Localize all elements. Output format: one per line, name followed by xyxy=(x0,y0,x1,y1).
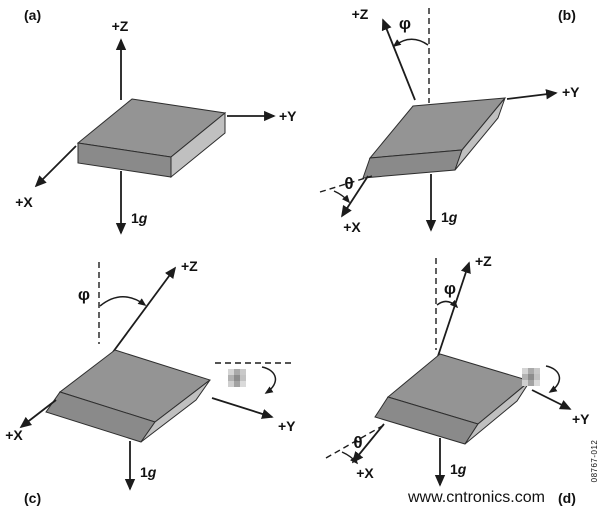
x-axis-label: +X xyxy=(356,465,374,481)
y-axis-arrow xyxy=(506,89,558,100)
x-axis-label: +X xyxy=(5,427,23,443)
x-axis-arrow xyxy=(34,145,77,188)
phi-angle-label: φ xyxy=(399,14,411,33)
box-side-face xyxy=(454,97,506,171)
x-axis-arrow xyxy=(19,399,57,429)
panel-c: (c) +Z φ +Y +X 1g xyxy=(5,258,296,506)
theta-reference-dashed-line xyxy=(319,175,373,193)
theta-reference-dashed-line xyxy=(325,424,385,459)
rotation-direction-arrow xyxy=(261,366,277,394)
gravity-label: 1g xyxy=(131,210,148,226)
panel-label: (c) xyxy=(24,490,41,506)
box-side-face xyxy=(140,379,211,443)
phi-angle-label: φ xyxy=(444,279,456,298)
phi-angle-label: φ xyxy=(78,285,90,304)
y-axis-label: +Y xyxy=(572,411,590,427)
panel-label: (b) xyxy=(558,7,576,23)
y-axis-label: +Y xyxy=(279,108,297,124)
y-axis-arrow xyxy=(531,389,572,410)
panel-a: (a) +Z +Y +X 1g xyxy=(15,7,297,235)
panel-b: (b) +Z φ +Y θ +X 1g xyxy=(319,6,580,235)
box-side-face xyxy=(464,380,531,445)
theta-angle-label: θ xyxy=(353,433,362,452)
gravity-label: 1g xyxy=(140,464,157,480)
theta-angle-label: θ xyxy=(344,174,353,193)
phi-angle-arc xyxy=(99,296,147,307)
watermark-artifact xyxy=(228,369,246,387)
theta-angle-arc xyxy=(333,190,351,204)
x-axis-label: +X xyxy=(15,194,33,210)
x-axis-arrow xyxy=(351,423,385,464)
z-axis-label: +Z xyxy=(352,6,369,22)
z-axis-label: +Z xyxy=(475,253,492,269)
y-axis-label: +Y xyxy=(278,418,296,434)
panel-label: (d) xyxy=(558,490,576,506)
z-axis-arrow xyxy=(381,18,416,101)
panel-d: (d) +Z φ +Y θ +X 1g xyxy=(325,253,590,506)
rotation-direction-arrow xyxy=(545,365,561,393)
x-axis-label: +X xyxy=(343,219,361,235)
z-axis-label: +Z xyxy=(181,258,198,274)
gravity-label: 1g xyxy=(450,461,467,477)
y-axis-arrow xyxy=(211,397,274,419)
figure-number: 08767-012 xyxy=(590,440,599,483)
gravity-label: 1g xyxy=(441,209,458,225)
site-watermark: www.cntronics.com xyxy=(407,489,545,506)
box-side-face xyxy=(170,111,226,179)
panel-label: (a) xyxy=(24,7,41,23)
x-axis-arrow xyxy=(341,175,369,218)
z-axis-label: +Z xyxy=(112,18,129,34)
phi-angle-arc xyxy=(436,299,459,309)
watermark-artifact xyxy=(522,368,540,386)
phi-angle-arc xyxy=(392,38,429,48)
y-axis-label: +Y xyxy=(562,84,580,100)
z-axis-arrow xyxy=(437,261,471,357)
z-axis-arrow xyxy=(112,266,177,353)
